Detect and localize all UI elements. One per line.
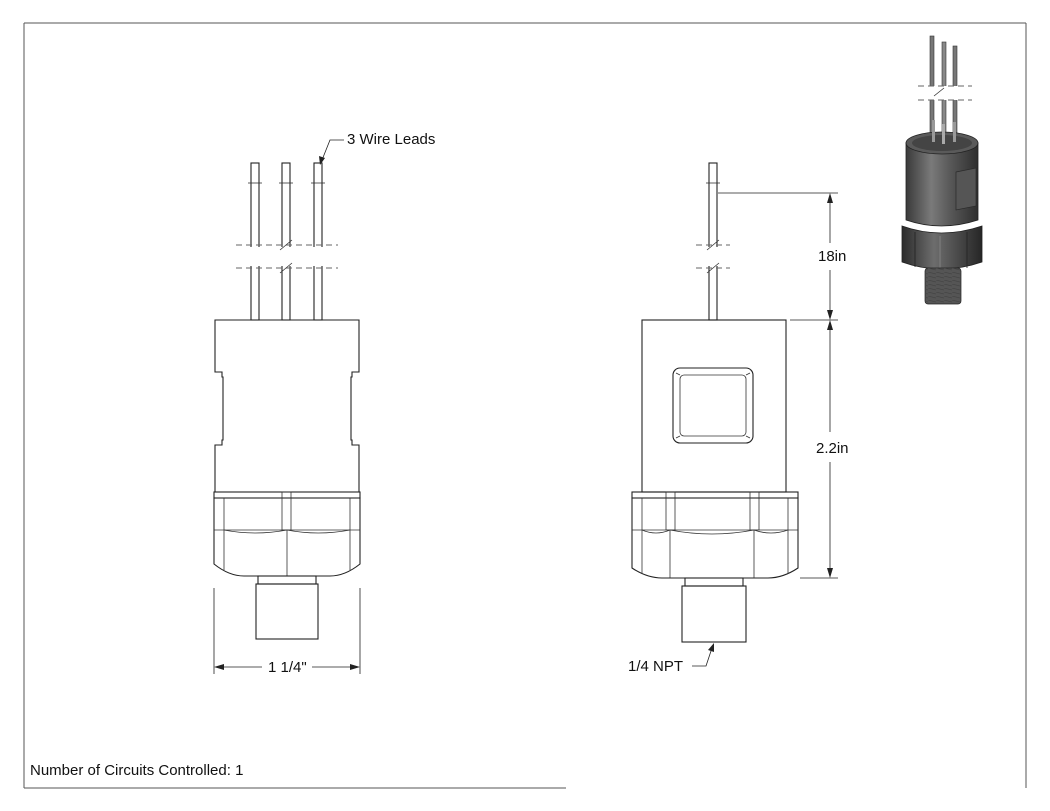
iso-wires [918, 35, 972, 143]
front-thread [255, 575, 319, 640]
isometric-view [901, 35, 983, 305]
circuits-note: Number of Circuits Controlled: 1 [30, 762, 244, 779]
iso-thread [924, 267, 962, 305]
wire-leads-label: 3 Wire Leads [347, 131, 436, 148]
thread-label: 1/4 NPT [628, 658, 684, 675]
front-wire-leads [236, 162, 338, 321]
body-height-label: 2.2in [816, 440, 849, 457]
side-thread [681, 577, 747, 643]
hex-width-label: 1 1/4" [268, 659, 307, 676]
sheet-border [23, 22, 1027, 789]
iso-body [905, 120, 979, 227]
lead-length-label: 18in [818, 248, 847, 265]
front-view [213, 139, 361, 674]
side-window [672, 367, 754, 444]
length-dimensions [718, 192, 838, 579]
front-hex-nut [213, 491, 361, 577]
front-body [214, 319, 360, 493]
thread-leader [692, 643, 714, 667]
side-view [631, 162, 838, 667]
wire-leads-leader [319, 139, 344, 165]
side-body [641, 319, 787, 493]
width-dimension [213, 588, 361, 674]
iso-hex [901, 225, 983, 272]
side-wire-lead [696, 162, 730, 321]
side-hex-nut [631, 491, 799, 579]
